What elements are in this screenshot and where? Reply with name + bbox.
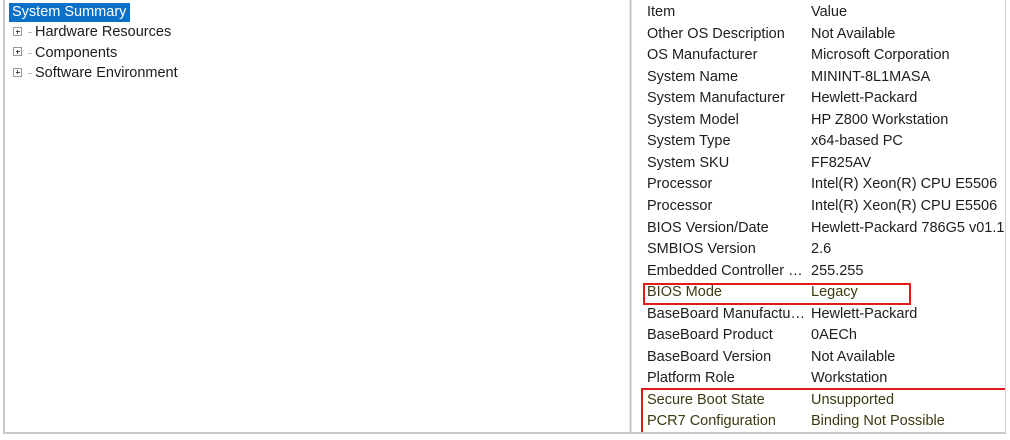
details-row[interactable]: BaseBoard Product 0AECh <box>635 325 1005 347</box>
details-row-value: Microsoft Corporation <box>811 47 950 64</box>
tree-item-software-environment[interactable]: Software Environment <box>5 63 178 83</box>
details-row-value: Legacy <box>811 284 858 301</box>
details-row-item: System SKU <box>647 154 730 171</box>
details-row-item: Other OS Description <box>647 25 785 42</box>
tree-item-label: Hardware Resources <box>35 24 172 41</box>
details-row[interactable]: PCR7 Configuration Binding Not Possible <box>635 411 1005 432</box>
details-row-item: BaseBoard Manufacturer <box>647 305 807 322</box>
details-row-item: System Type <box>647 133 731 150</box>
tree-item-hardware-resources[interactable]: Hardware Resources <box>5 22 171 42</box>
details-row[interactable]: System Name MININT-8L1MASA <box>635 67 1005 89</box>
column-header-item: Item <box>647 4 676 20</box>
details-row-item: OS Manufacturer <box>647 47 758 64</box>
tree-item-components[interactable]: Components <box>5 43 117 63</box>
details-row[interactable]: Other OS Description Not Available <box>635 24 1005 46</box>
tree-item-label: Software Environment <box>35 65 178 82</box>
column-header-value: Value <box>811 4 848 20</box>
details-row[interactable]: SMBIOS Version 2.6 <box>635 239 1005 261</box>
details-row[interactable]: OS Manufacturer Microsoft Corporation <box>635 45 1005 67</box>
details-row-item: System Name <box>647 68 739 85</box>
details-row[interactable]: System Manufacturer Hewlett-Packard <box>635 88 1005 110</box>
details-row-item: BaseBoard Version <box>647 348 772 365</box>
details-row-value: Binding Not Possible <box>811 413 945 430</box>
details-header-row[interactable]: Item Value <box>635 2 1005 24</box>
expand-plus-icon[interactable] <box>13 43 35 63</box>
expand-plus-icon[interactable] <box>13 22 35 42</box>
details-row[interactable]: Embedded Controller V...255.255 <box>635 261 1005 283</box>
details-row-value: Unsupported <box>811 391 895 408</box>
details-row-item: Processor <box>647 176 713 193</box>
details-row-item: Embedded Controller V... <box>647 262 807 279</box>
details-row-value: HP Z800 Workstation <box>811 111 949 128</box>
details-row-value: FF825AV <box>811 154 872 171</box>
details-row-value: Hewlett-Packard 786G5 v01.17, 8/ <box>811 219 1005 236</box>
details-row-value: Intel(R) Xeon(R) CPU E5506 <box>811 176 998 193</box>
details-row[interactable]: Processor Intel(R) Xeon(R) CPU E5506 <box>635 174 1005 196</box>
details-row-value: 2.6 <box>811 241 832 258</box>
tree-item-label: Components <box>35 44 118 61</box>
details-row[interactable]: System SKU FF825AV <box>635 153 1005 175</box>
details-row-item: SMBIOS Version <box>647 241 756 258</box>
details-row-value: Hewlett-Packard <box>811 90 918 107</box>
details-row-value: Hewlett-Packard <box>811 305 918 322</box>
details-row-value: 255.255 <box>811 262 864 279</box>
details-row-value: Intel(R) Xeon(R) CPU E5506 <box>811 197 998 214</box>
details-row-item: PCR7 Configuration <box>647 413 776 430</box>
details-row[interactable]: Processor Intel(R) Xeon(R) CPU E5506 <box>635 196 1005 218</box>
details-row-item: Secure Boot State <box>647 391 765 408</box>
pane-splitter[interactable] <box>629 0 632 432</box>
details-row-value: Workstation <box>811 370 888 387</box>
details-row-item: System Manufacturer <box>647 90 785 107</box>
details-row[interactable]: BIOS Version/Date Hewlett-Packard 786G5 v… <box>635 218 1005 240</box>
details-row[interactable]: Secure Boot State Unsupported <box>635 390 1005 412</box>
details-row-value: MININT-8L1MASA <box>811 68 931 85</box>
details-row-value: 0AECh <box>811 327 857 344</box>
details-row-value: x64-based PC <box>811 133 903 150</box>
details-row-item: BaseBoard Product <box>647 327 773 344</box>
tree-item-system-summary[interactable]: System Summary <box>5 2 131 23</box>
details-row[interactable]: BaseBoard Version Not Available <box>635 347 1005 369</box>
details-row[interactable]: BIOS Mode Legacy <box>635 282 1005 304</box>
details-row-item: System Model <box>647 111 739 128</box>
details-row-item: BIOS Version/Date <box>647 219 769 236</box>
details-row-value: Not Available <box>811 25 896 42</box>
details-row-item: Platform Role <box>647 370 735 387</box>
expand-plus-icon[interactable] <box>13 63 35 83</box>
details-row[interactable]: Platform Role Workstation <box>635 368 1005 390</box>
details-row[interactable]: System Type x64-based PC <box>635 131 1005 153</box>
details-row-value: Not Available <box>811 348 896 365</box>
details-row-item: Processor <box>647 197 713 214</box>
tree-item-label: System Summary <box>9 3 131 23</box>
details-row-item: BIOS Mode <box>647 284 722 301</box>
details-row[interactable]: System Model HP Z800 Workstation <box>635 110 1005 132</box>
